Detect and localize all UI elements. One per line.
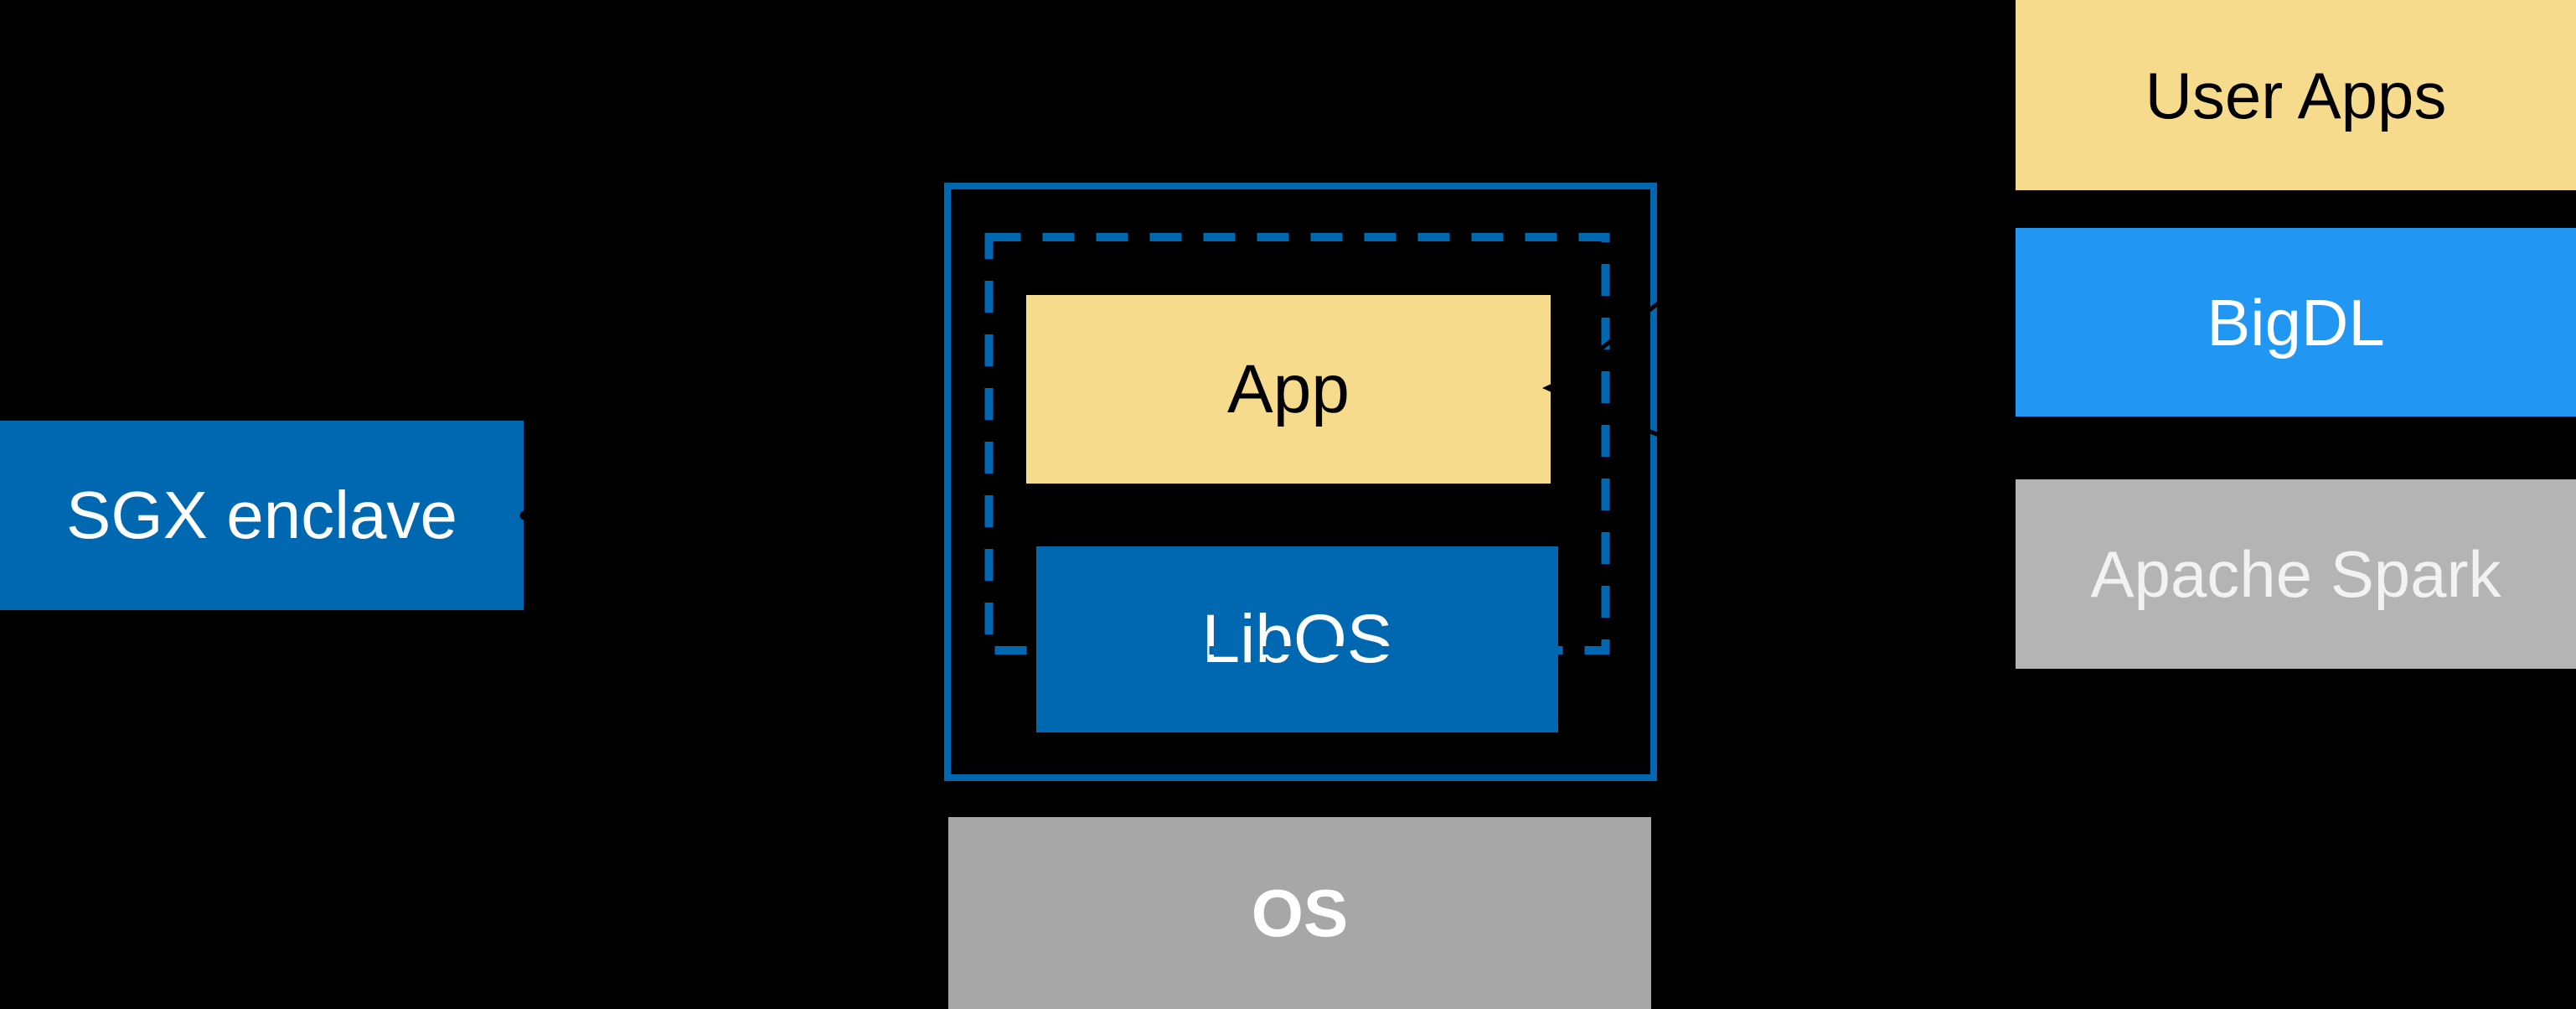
libos-box: LibOS (1036, 546, 1558, 732)
bigdl-box: BigDL (2016, 228, 2576, 417)
sgx-connector (519, 507, 935, 524)
sgx-enclave-box: SGX enclave (0, 421, 524, 610)
os-label: OS (1251, 875, 1349, 950)
app-box: App (1026, 295, 1551, 484)
libos-label: LibOS (1201, 601, 1393, 677)
bigdl-label: BigDL (2207, 285, 2385, 360)
user-apps-box: User Apps (2016, 0, 2576, 190)
os-box: OS (948, 817, 1651, 1009)
sgx-enclave-label: SGX enclave (66, 478, 457, 552)
user-apps-label: User Apps (2145, 58, 2447, 132)
app-label: App (1227, 350, 1350, 427)
apache-spark-label: Apache Spark (2090, 537, 2501, 611)
apache-spark-box: Apache Spark (2016, 479, 2576, 669)
sgx-connector-arrowhead (918, 507, 935, 524)
